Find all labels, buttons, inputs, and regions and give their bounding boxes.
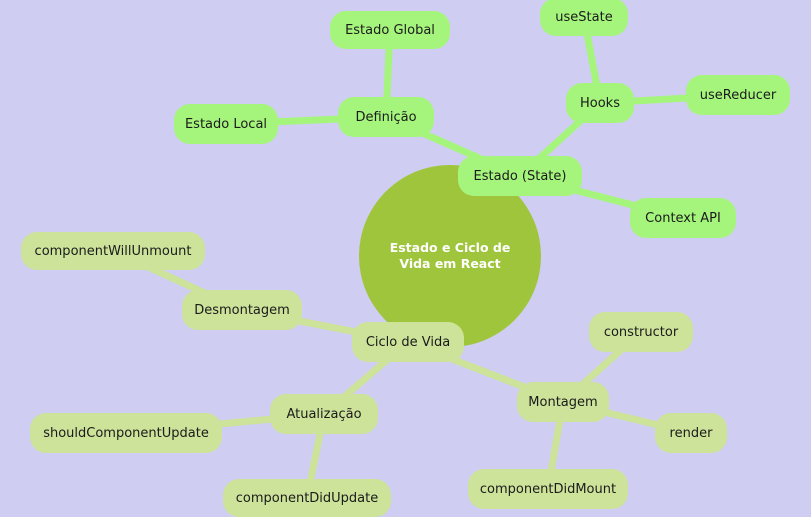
node-usereducer[interactable]: useReducer	[686, 75, 790, 115]
node-render[interactable]: render	[655, 413, 727, 453]
node-estado-local[interactable]: Estado Local	[174, 104, 278, 144]
node-estado-global[interactable]: Estado Global	[330, 11, 450, 49]
node-definicao[interactable]: Definição	[338, 97, 434, 137]
node-shouldcomponentupdate[interactable]: shouldComponentUpdate	[30, 413, 222, 453]
node-montagem[interactable]: Montagem	[517, 382, 609, 422]
node-desmontagem[interactable]: Desmontagem	[182, 290, 302, 330]
node-componentwillunmount[interactable]: componentWillUnmount	[21, 232, 205, 270]
node-ciclo-de-vida[interactable]: Ciclo de Vida	[352, 322, 464, 362]
node-atualizacao[interactable]: Atualização	[270, 394, 378, 434]
node-estado[interactable]: Estado (State)	[458, 156, 582, 196]
node-componentdidupdate[interactable]: componentDidUpdate	[223, 479, 391, 517]
node-hooks[interactable]: Hooks	[566, 83, 634, 123]
node-usestate[interactable]: useState	[540, 0, 628, 36]
node-componentdidmount[interactable]: componentDidMount	[468, 469, 628, 509]
node-constructor[interactable]: constructor	[589, 312, 693, 352]
node-context-api[interactable]: Context API	[630, 198, 736, 238]
